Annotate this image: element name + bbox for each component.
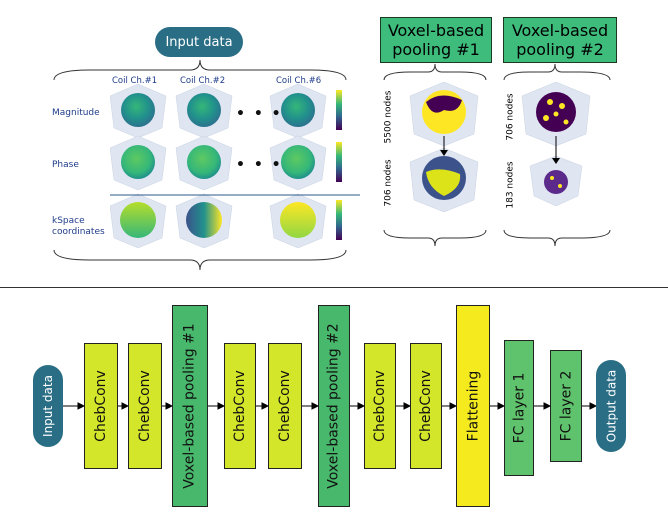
layer-chebconv-1-label: ChebConv — [93, 370, 109, 442]
pool1-box: Voxel-based pooling #1 — [380, 17, 492, 63]
row-label-kspace: kSpace coordinates — [52, 216, 105, 237]
pool-braces — [383, 63, 611, 247]
pipeline-output-label: Output data — [604, 369, 618, 443]
layer-chebconv-6-label: ChebConv — [418, 370, 434, 442]
layer-pooling-1-label: Voxel-based pooling #1 — [182, 323, 199, 489]
layer-chebconv-1: ChebConv — [84, 343, 118, 469]
layer-chebconv-4-label: ChebConv — [277, 370, 293, 442]
layer-chebconv-6: ChebConv — [410, 343, 442, 469]
layer-chebconv-5: ChebConv — [364, 343, 396, 469]
input-brace-top — [53, 59, 347, 81]
layer-fc-2-label: FC layer 2 — [558, 370, 575, 442]
layer-flattening-label: Flattening — [465, 370, 482, 442]
layer-pooling-2-label: Voxel-based pooling #2 — [326, 323, 343, 489]
col-label-coil2: Coil Ch.#2 — [180, 76, 226, 86]
col-label-coil6: Coil Ch.#6 — [276, 76, 322, 86]
pool1-label: Voxel-based pooling #1 — [387, 21, 485, 59]
pipeline-input-label: Input data — [41, 375, 56, 437]
layer-chebconv-5-label: ChebConv — [372, 370, 388, 442]
input-data-label: Input data — [165, 34, 233, 50]
layer-chebconv-3-label: ChebConv — [232, 370, 248, 442]
layer-pooling-1: Voxel-based pooling #1 — [172, 305, 208, 507]
section-divider — [0, 287, 668, 288]
input-sphere-grid — [110, 83, 360, 249]
layer-fc-2: FC layer 2 — [550, 350, 582, 462]
layer-chebconv-4: ChebConv — [268, 343, 302, 469]
row-label-magnitude: Magnitude — [52, 108, 100, 118]
layer-chebconv-2: ChebConv — [128, 343, 162, 469]
ellipsis-magnitude: • • • — [236, 106, 283, 122]
layer-chebconv-3: ChebConv — [224, 343, 256, 469]
layer-flattening: Flattening — [456, 305, 490, 507]
pipeline-output-pill: Output data — [596, 360, 626, 452]
row-label-phase: Phase — [52, 160, 79, 170]
layer-fc-1: FC layer 1 — [504, 340, 534, 476]
pool2-label: Voxel-based pooling #2 — [511, 21, 609, 59]
pool2-box: Voxel-based pooling #2 — [503, 17, 617, 63]
ellipsis-phase: • • • — [236, 157, 283, 173]
layer-pooling-2: Voxel-based pooling #2 — [318, 305, 350, 507]
layer-chebconv-2-label: ChebConv — [137, 370, 153, 442]
layer-fc-1-label: FC layer 1 — [511, 372, 528, 444]
input-brace-bottom — [53, 249, 347, 271]
input-data-pill: Input data — [155, 27, 243, 57]
col-label-coil1: Coil Ch.#1 — [112, 76, 158, 86]
pipeline-input-pill: Input data — [33, 365, 63, 447]
